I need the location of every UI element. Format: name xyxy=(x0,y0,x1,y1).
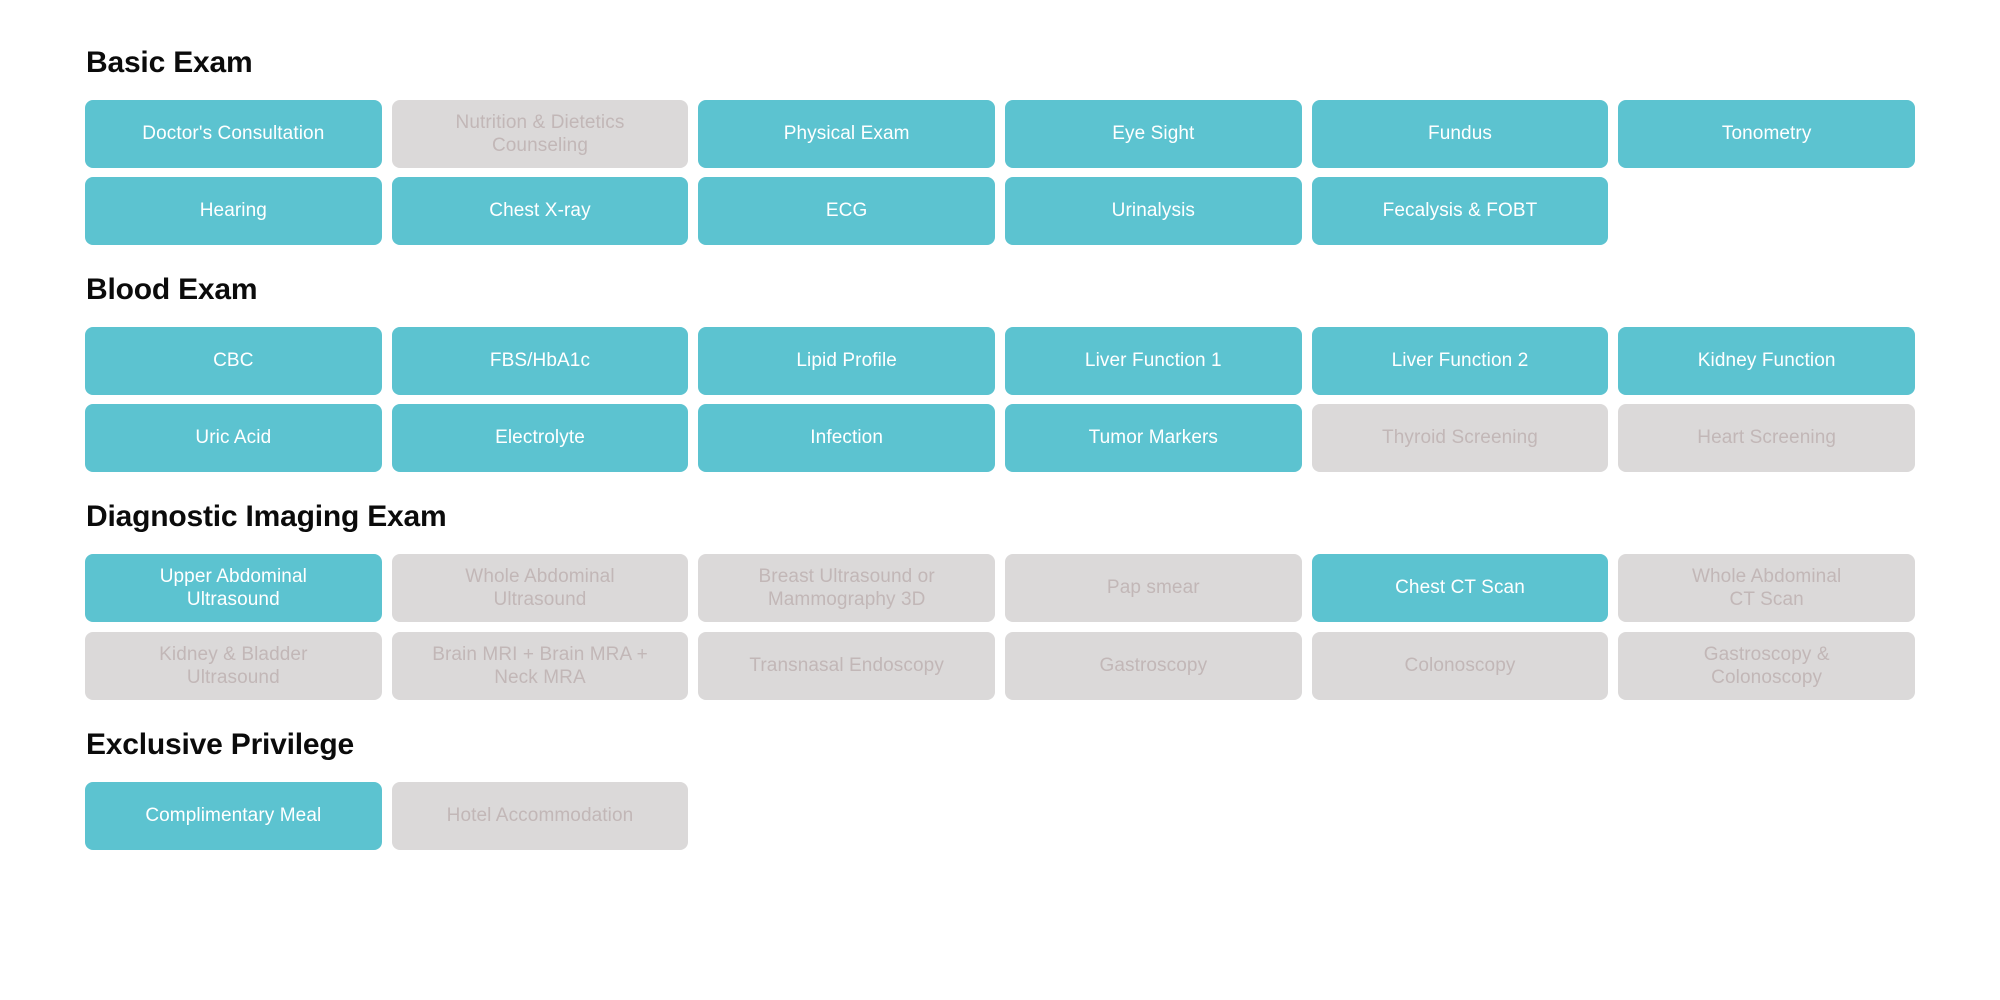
pill-electrolyte[interactable]: Electrolyte xyxy=(391,404,689,472)
pill-uric-acid[interactable]: Uric Acid xyxy=(85,404,382,472)
section-title-diagnostic-imaging-exam: Diagnostic Imaging Exam xyxy=(86,500,447,533)
pill-fecalysis-fobt[interactable]: Fecalysis & FOBT xyxy=(1311,177,1609,245)
pill-physical-exam[interactable]: Physical Exam xyxy=(698,100,995,168)
pill-empty-slot xyxy=(1618,177,1915,245)
pill-thyroid-screening[interactable]: Thyroid Screening xyxy=(1311,404,1609,472)
pill-colonoscopy[interactable]: Colonoscopy xyxy=(1311,632,1609,700)
pill-ecg[interactable]: ECG xyxy=(698,177,995,245)
pill-chest-x-ray[interactable]: Chest X-ray xyxy=(391,177,689,245)
pill-nutrition-dietetics-counseling[interactable]: Nutrition & Dietetics Counseling xyxy=(391,100,689,168)
pill-tumor-markers[interactable]: Tumor Markers xyxy=(1004,404,1302,472)
section-title-blood-exam: Blood Exam xyxy=(86,273,258,306)
pill-kidney-function[interactable]: Kidney Function xyxy=(1618,327,1915,395)
pill-complimentary-meal[interactable]: Complimentary Meal xyxy=(85,782,382,850)
pill-liver-function-2[interactable]: Liver Function 2 xyxy=(1311,327,1609,395)
pill-gastroscopy[interactable]: Gastroscopy xyxy=(1004,632,1302,700)
section-title-basic-exam: Basic Exam xyxy=(86,46,253,79)
pill-heart-screening[interactable]: Heart Screening xyxy=(1618,404,1915,472)
pill-transnasal-endoscopy[interactable]: Transnasal Endoscopy xyxy=(698,632,995,700)
pill-hearing[interactable]: Hearing xyxy=(85,177,382,245)
pill-fbs-hba1c[interactable]: FBS/HbA1c xyxy=(391,327,689,395)
pill-gastroscopy-colonoscopy[interactable]: Gastroscopy & Colonoscopy xyxy=(1618,632,1915,700)
pill-pap-smear[interactable]: Pap smear xyxy=(1004,554,1302,622)
pill-lipid-profile[interactable]: Lipid Profile xyxy=(698,327,995,395)
pill-chest-ct-scan[interactable]: Chest CT Scan xyxy=(1311,554,1609,622)
pill-doctor-s-consultation[interactable]: Doctor's Consultation xyxy=(85,100,382,168)
pill-kidney-bladder-ultrasound[interactable]: Kidney & Bladder Ultrasound xyxy=(85,632,382,700)
pill-tonometry[interactable]: Tonometry xyxy=(1618,100,1915,168)
pill-breast-ultrasound-or-mammography-3d[interactable]: Breast Ultrasound or Mammography 3D xyxy=(698,554,995,622)
pill-cbc[interactable]: CBC xyxy=(85,327,382,395)
pill-brain-mri-brain-mra-neck-mra[interactable]: Brain MRI + Brain MRA + Neck MRA xyxy=(391,632,689,700)
pill-upper-abdominal-ultrasound[interactable]: Upper Abdominal Ultrasound xyxy=(85,554,382,622)
pill-whole-abdominal-ultrasound[interactable]: Whole Abdominal Ultrasound xyxy=(391,554,689,622)
pill-hotel-accommodation[interactable]: Hotel Accommodation xyxy=(391,782,689,850)
pill-whole-abdominal-ct-scan[interactable]: Whole Abdominal CT Scan xyxy=(1618,554,1915,622)
pill-fundus[interactable]: Fundus xyxy=(1311,100,1609,168)
section-title-exclusive-privilege: Exclusive Privilege xyxy=(86,728,355,761)
pill-liver-function-1[interactable]: Liver Function 1 xyxy=(1004,327,1302,395)
pill-eye-sight[interactable]: Eye Sight xyxy=(1004,100,1302,168)
pill-urinalysis[interactable]: Urinalysis xyxy=(1004,177,1302,245)
section-diagnostic-imaging-exam: Diagnostic Imaging Exam Upper Abdominal … xyxy=(85,472,1915,700)
pill-infection[interactable]: Infection xyxy=(698,404,995,472)
